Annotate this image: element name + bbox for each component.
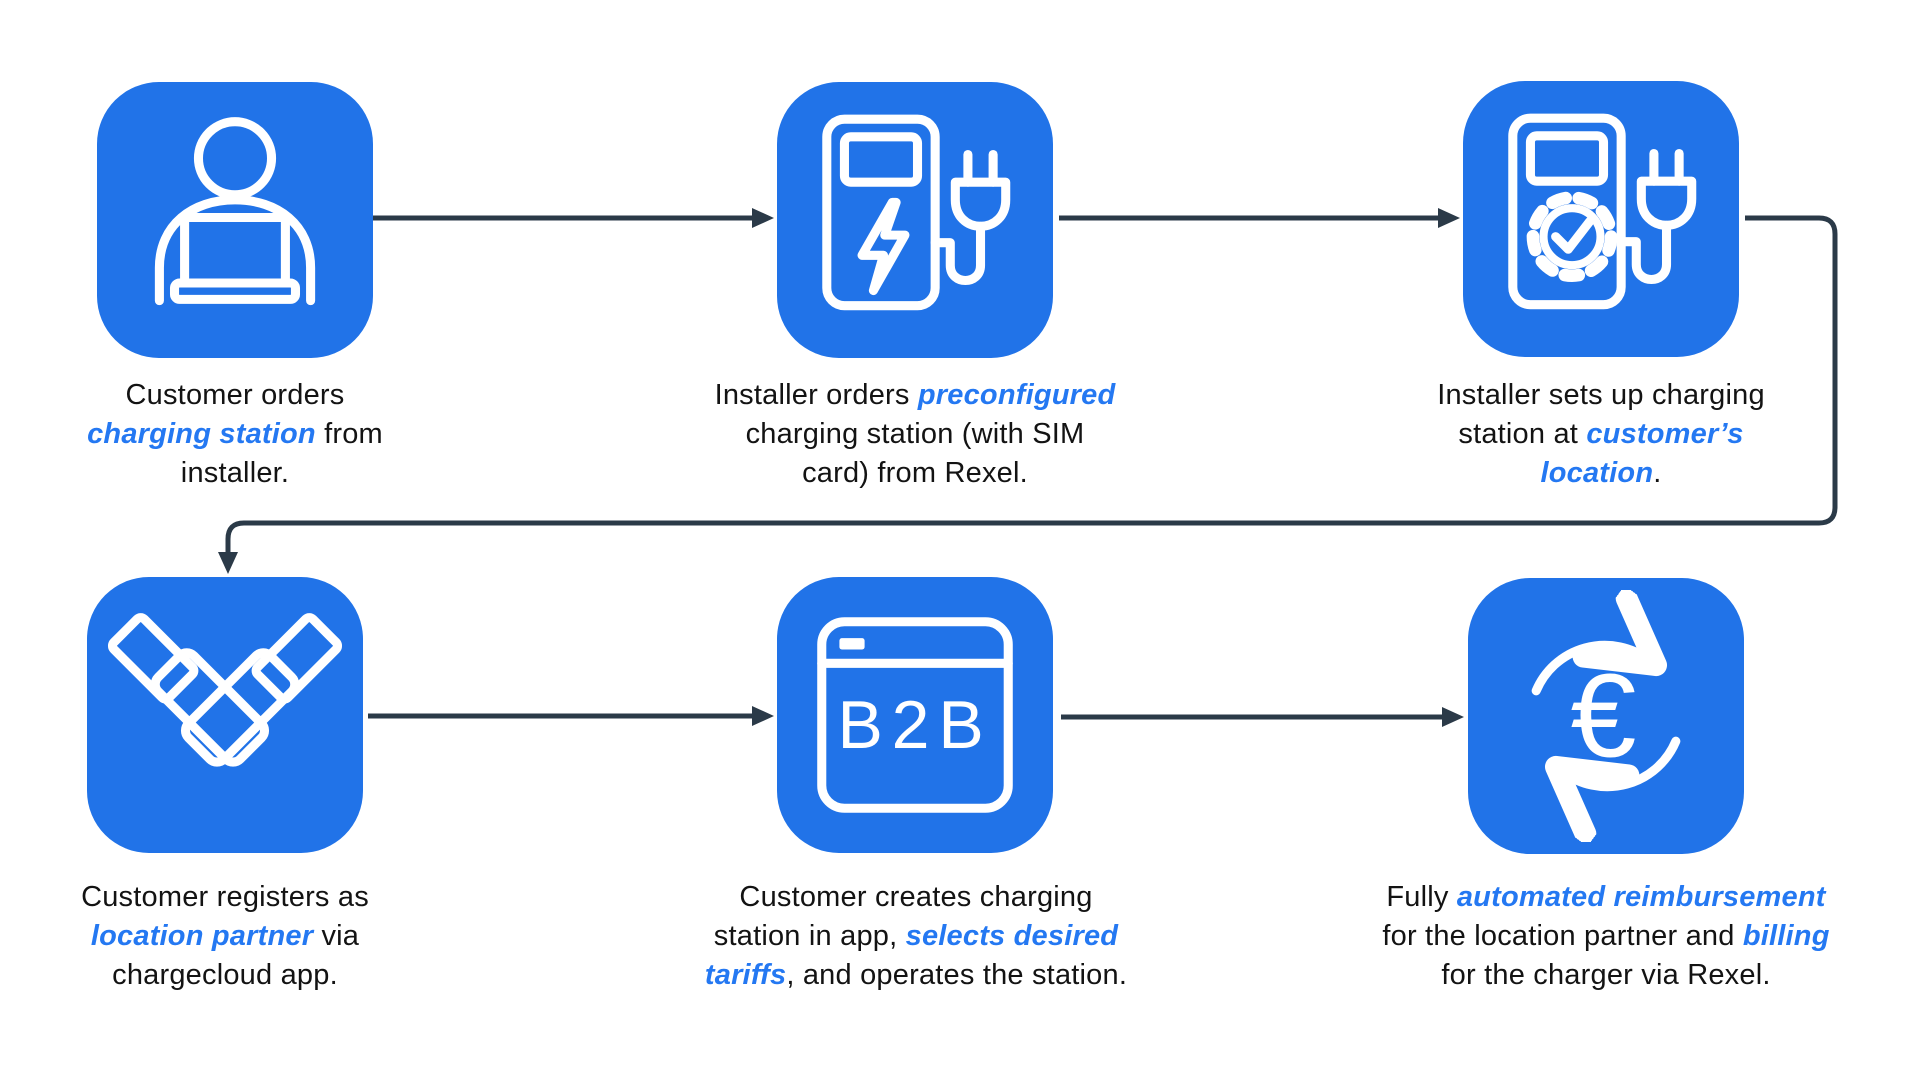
customer-laptop-icon [154, 117, 316, 306]
step-3-tile [1463, 81, 1739, 357]
b2b-label: B2B [837, 687, 992, 763]
charging-station-check-icon [1508, 113, 1697, 310]
step-6-tile: € [1468, 578, 1744, 854]
arrow-step4-step5 [368, 706, 774, 726]
arrow-step2-step3 [1059, 208, 1460, 228]
step-4-tile [87, 577, 363, 853]
step-2-tile [777, 82, 1053, 358]
arrow-step1-step2 [373, 208, 774, 228]
handshake-icon [107, 613, 343, 767]
euro-glyph: € [1571, 650, 1637, 782]
arrow-step5-step6 [1061, 707, 1464, 727]
charging-station-bolt-icon [822, 114, 1011, 311]
b2b-app-icon: B2B [817, 617, 1013, 813]
euro-cycle-icon: € [1531, 590, 1681, 842]
step-1-tile [97, 82, 373, 358]
step-5-tile: B2B [777, 577, 1053, 853]
